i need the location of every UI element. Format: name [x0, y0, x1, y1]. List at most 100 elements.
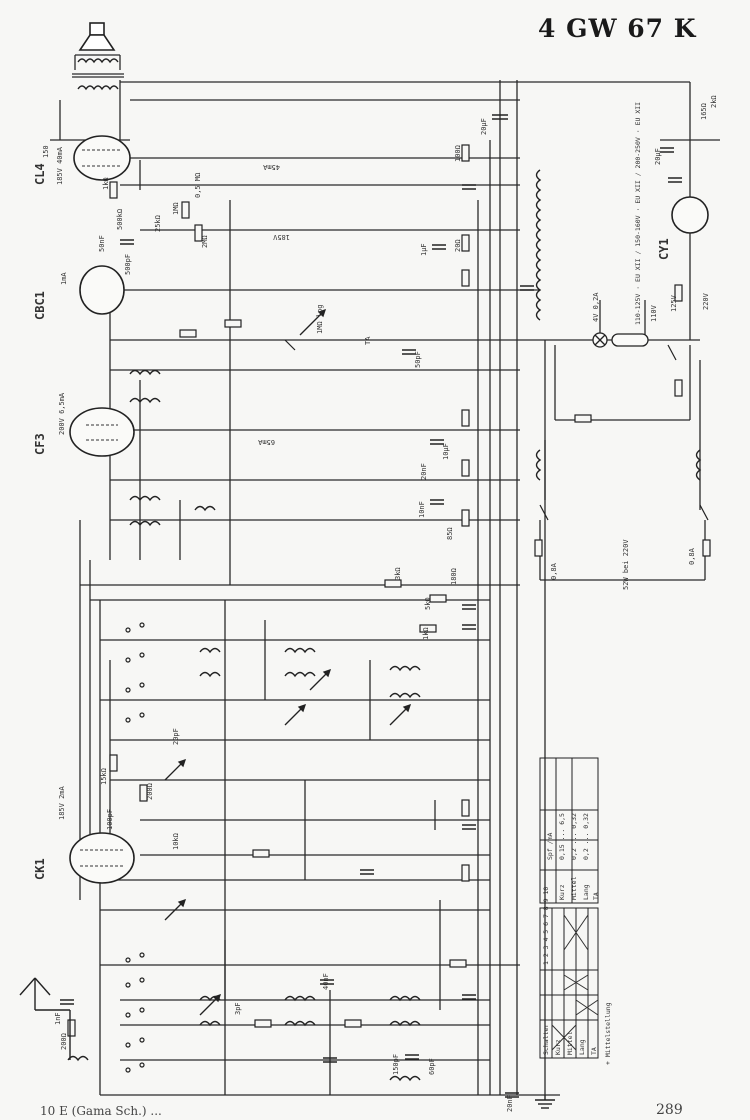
resistor [109, 754, 118, 772]
resistor [461, 144, 470, 162]
resistor [461, 409, 470, 427]
tube-label-cl4: CL4 [33, 163, 47, 185]
resistor [109, 181, 118, 199]
mains-switch [667, 344, 677, 361]
resistor [384, 579, 402, 588]
label-r180: 180Ω [450, 568, 458, 585]
label-r500k: 500kΩ [116, 209, 124, 230]
capacitor [668, 177, 682, 183]
ta-switch [284, 339, 296, 351]
input-coil [389, 1020, 421, 1027]
label-c20uf-top: 20µF [480, 118, 488, 135]
rating-cf3: 200V 6,5mA [58, 392, 66, 435]
resistor [461, 459, 470, 477]
label-c20nf: 20nF [420, 463, 428, 480]
transformer-coil [77, 58, 119, 64]
input-coil [199, 1020, 221, 1027]
band-switch-contacts [125, 622, 145, 1073]
mains-switch [699, 504, 709, 521]
freq-row-kurz-val: 0,15 ... 6,5 [558, 813, 566, 860]
label-r100: 100Ω [454, 145, 462, 162]
freq-row-mittel-val: 0,2 ... 0,32 [570, 813, 578, 860]
label-fuse1: 0,8A [550, 562, 558, 580]
resistor [139, 784, 148, 802]
antenna-icon [19, 977, 71, 1060]
tube-ck1 [69, 832, 135, 884]
if-coil [129, 397, 161, 404]
capacitor [120, 239, 134, 245]
freq-table [539, 757, 599, 904]
switch-table-note: + Mittelstellung [604, 1002, 612, 1065]
label-c10nf: 10nF [418, 501, 426, 518]
switch-table [539, 907, 599, 1059]
resistor [449, 959, 467, 968]
capacitor [462, 604, 476, 610]
capacitor [505, 1092, 519, 1098]
label-c100pf: 100pF [106, 809, 114, 830]
input-coil [389, 995, 421, 1002]
capacitor [520, 285, 534, 291]
osc-coil [389, 692, 421, 699]
label-ta: TA [364, 336, 372, 345]
label-c20uf-psu: 20µF [654, 148, 662, 165]
label-r15k: 15kΩ [100, 768, 108, 785]
resistor [461, 509, 470, 527]
label-r200k: 200Ω [60, 1033, 68, 1050]
freq-row-ta: TA [592, 892, 600, 900]
resistor [254, 1019, 272, 1028]
resistor [179, 329, 197, 338]
label-c3pf: 3pF [234, 1002, 242, 1015]
if-coil [129, 369, 161, 376]
label-r20: 20Ω [454, 239, 462, 252]
resistor [429, 594, 447, 603]
switch-row-mittel: Mittel [566, 1031, 574, 1055]
switch-table-head: Schalter [542, 1024, 550, 1055]
label-i65: 65mA [257, 438, 275, 446]
label-r10k: 10kΩ [172, 833, 180, 850]
resistor [461, 864, 470, 882]
capacitor [430, 439, 444, 445]
label-v110: 110V [650, 304, 658, 322]
label-c1uf: 1µF [420, 243, 428, 256]
resistor [674, 379, 683, 397]
mains-choke [535, 449, 542, 481]
choke-coil [535, 169, 542, 321]
input-coil [284, 995, 316, 1002]
variable-capacitor [284, 703, 307, 726]
resistor [461, 799, 470, 817]
variable-capacitor [309, 668, 332, 691]
resistor [181, 201, 190, 219]
label-r1k: 1kΩ [102, 177, 110, 190]
label-c40nf: 40nF [322, 973, 330, 990]
label-r1m: 1MΩ [172, 202, 180, 215]
label-r5k: 5kΩ [424, 597, 432, 610]
if-coil [129, 520, 161, 527]
input-coil [389, 1075, 421, 1082]
label-pot: 1MΩ log [316, 304, 324, 334]
label-r05m: 0,5 MΩ [194, 173, 202, 198]
variable-capacitor [164, 898, 187, 921]
resistor [194, 224, 203, 242]
label-r200: 200Ω [146, 783, 154, 800]
tube-cy1 [671, 196, 709, 234]
capacitor [405, 1054, 419, 1060]
freq-head: Spf /mA [546, 833, 554, 860]
tube-label-cf3: CF3 [33, 433, 47, 455]
label-r25k: 25kΩ [154, 215, 162, 232]
tube-cf3 [69, 407, 135, 457]
label-r165: 165Ω [700, 103, 708, 120]
label-c10uf: 10µF [442, 443, 450, 460]
freq-row-kurz: Kurz [558, 884, 566, 900]
capacitor [492, 114, 508, 120]
variable-capacitor [389, 703, 412, 726]
capacitor [323, 1057, 337, 1063]
ground-icon [535, 1095, 555, 1109]
switch-table-head-range: 1 2 3 4 5 6 7 8 9 10 [542, 887, 550, 965]
label-mains: 110-125V · EU XII / 150-160V · EU XII / … [634, 102, 642, 325]
freq-row-mittel: Mittel [570, 876, 578, 900]
resistor [461, 269, 470, 287]
label-lamp: 4V 0,2A [592, 292, 600, 322]
freq-row-lang: Lang [582, 884, 590, 900]
label-c50nf: 50nF [98, 235, 106, 252]
